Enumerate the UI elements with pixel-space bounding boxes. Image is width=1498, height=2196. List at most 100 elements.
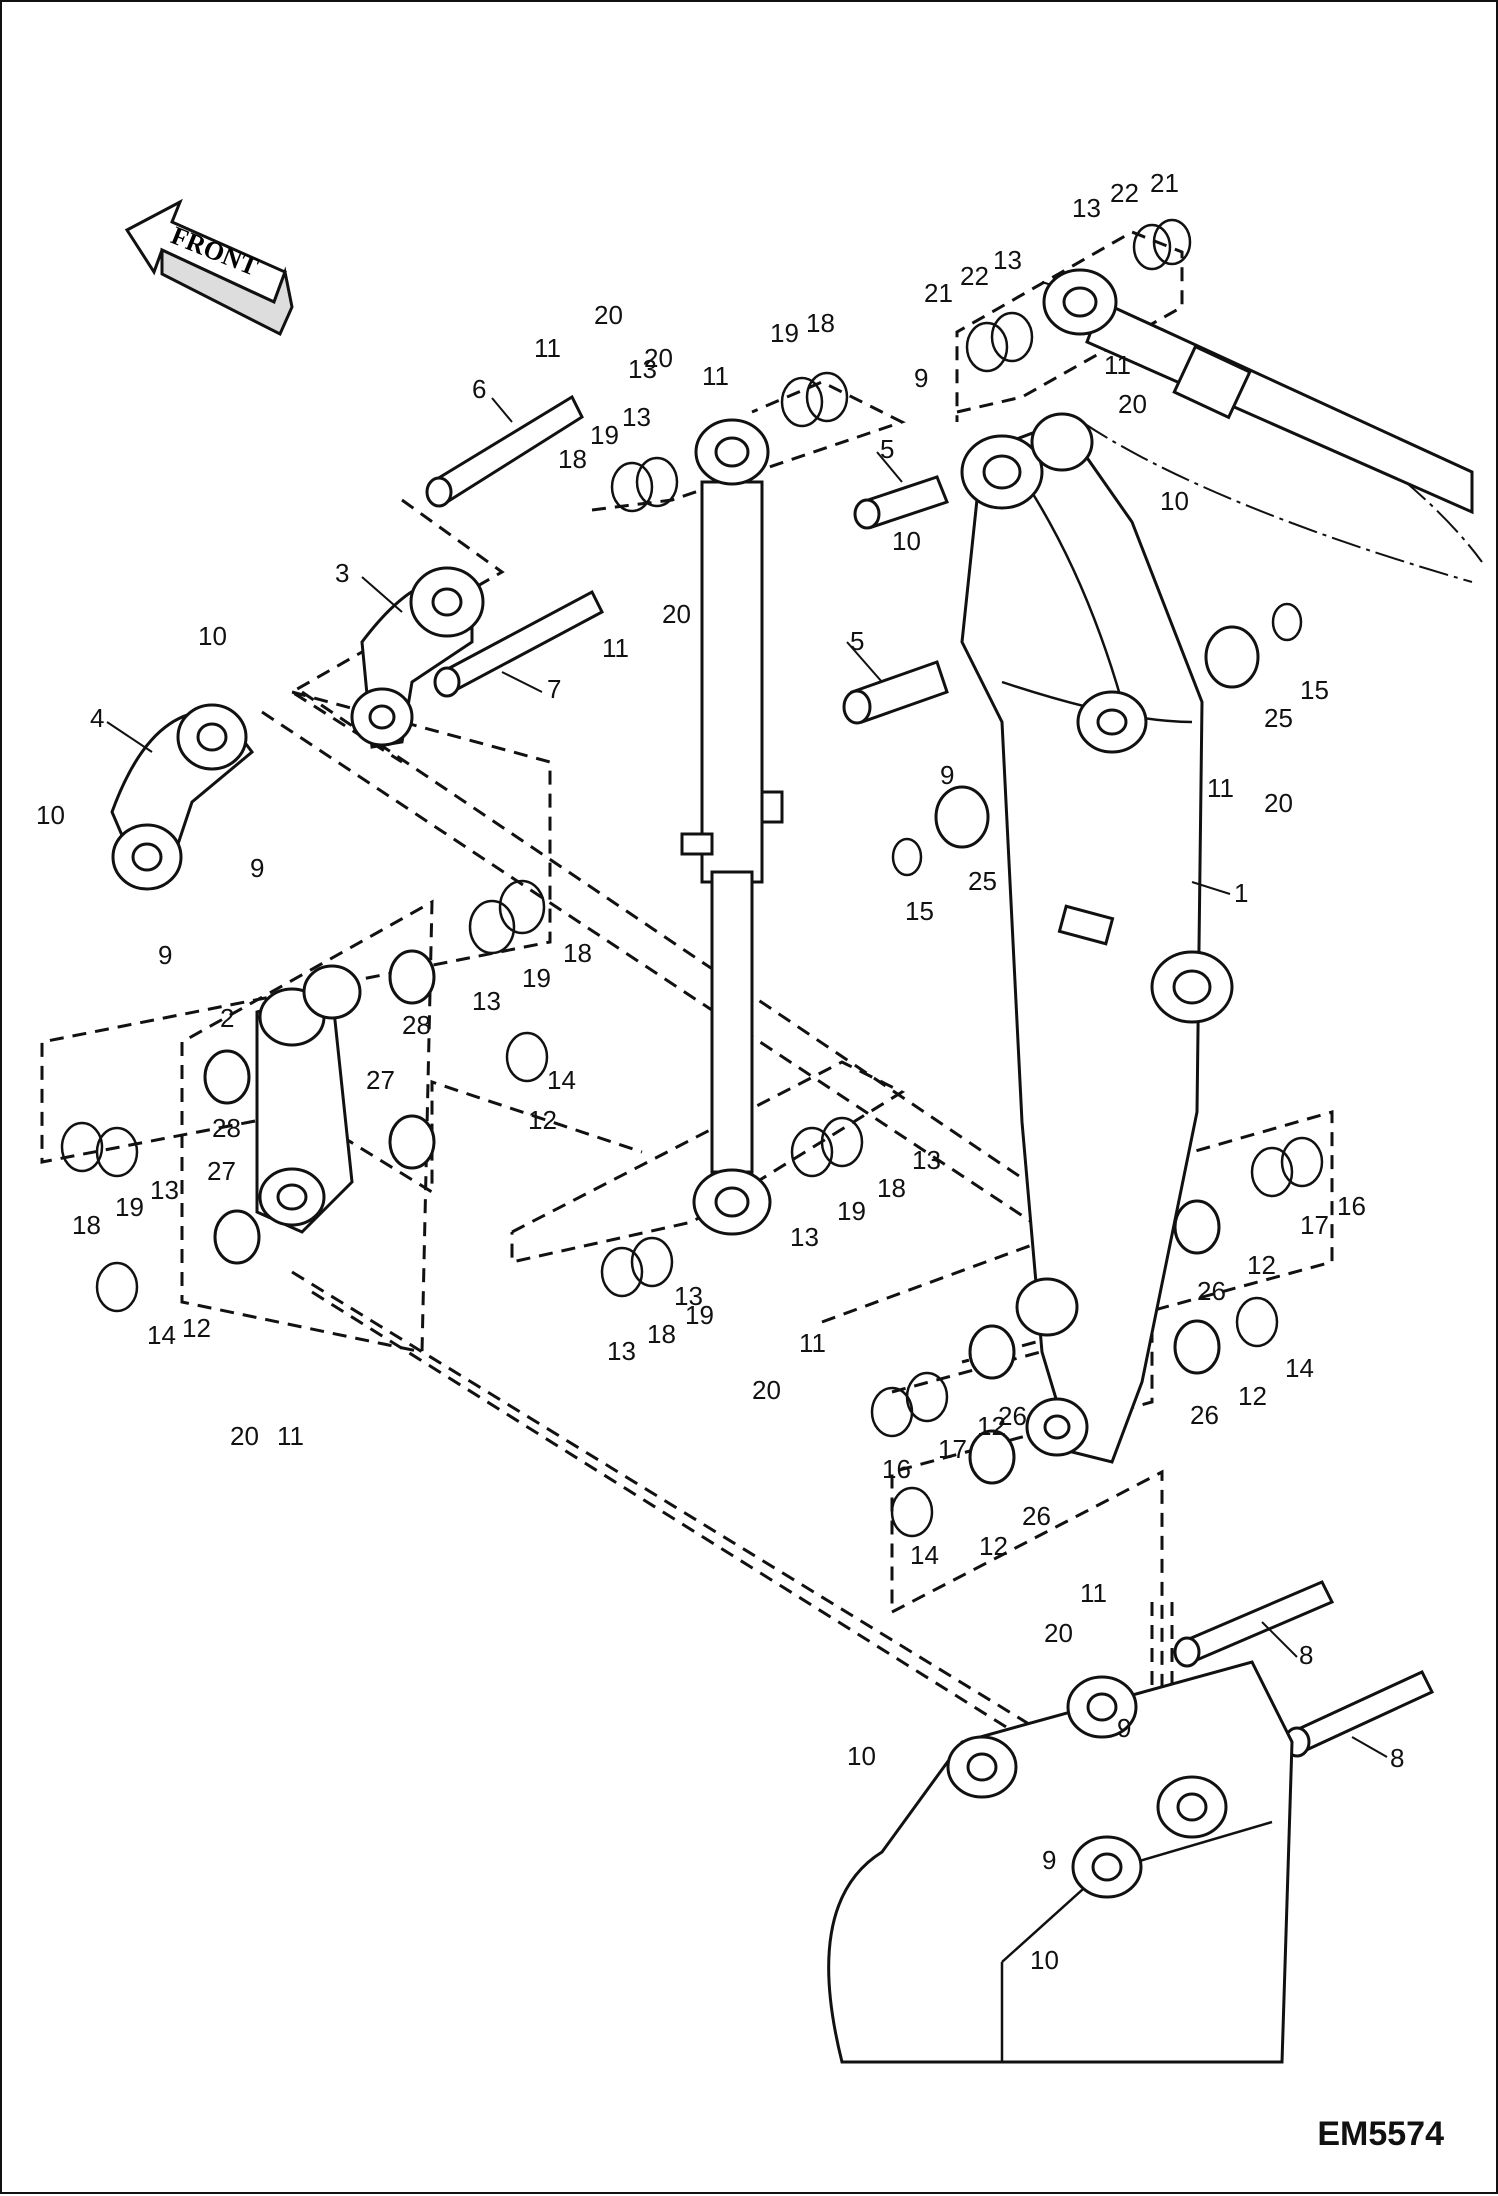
callout-12b: 12 <box>182 1313 211 1343</box>
callout-9b: 9 <box>940 760 954 790</box>
callout-12f: 12 <box>979 1531 1008 1561</box>
callout-13c: 13 <box>993 245 1022 275</box>
callout-10b: 10 <box>892 526 921 556</box>
callout-16a: 16 <box>1337 1191 1366 1221</box>
link-4 <box>110 703 255 891</box>
callout-27b: 27 <box>207 1156 236 1186</box>
callout-21b: 21 <box>924 278 953 308</box>
callout-20b: 20 <box>644 343 673 373</box>
callout-17b: 17 <box>938 1434 967 1464</box>
pins <box>425 394 1435 1758</box>
link-2 <box>255 964 362 1234</box>
callout-13g: 13 <box>912 1145 941 1175</box>
callout-8b: 8 <box>1390 1743 1404 1773</box>
callout-5a: 5 <box>880 434 894 464</box>
callout-18c: 18 <box>563 938 592 968</box>
link-3 <box>350 566 485 749</box>
callout-9c: 9 <box>250 853 264 883</box>
callout-10a: 10 <box>1160 486 1189 516</box>
callout-15b: 15 <box>905 896 934 926</box>
callout-13e: 13 <box>472 986 501 1016</box>
callout-6: 6 <box>472 374 486 404</box>
callout-11f: 11 <box>277 1421 304 1451</box>
bucket-cylinder <box>680 418 784 1236</box>
callout-3: 3 <box>335 558 349 588</box>
callout-11h: 11 <box>1080 1578 1107 1608</box>
callout-26b: 26 <box>998 1401 1027 1431</box>
callout-20e: 20 <box>1264 788 1293 818</box>
callout-25a: 25 <box>1264 703 1293 733</box>
arm-1 <box>960 412 1234 1464</box>
callout-12e: 12 <box>1238 1381 1267 1411</box>
callout-16b: 16 <box>882 1454 911 1484</box>
callout-12a: 12 <box>528 1105 557 1135</box>
callout-2: 2 <box>220 1003 234 1033</box>
leader-lines <box>106 397 1388 1758</box>
callout-17a: 17 <box>1300 1210 1329 1240</box>
callout-12c: 12 <box>1247 1250 1276 1280</box>
callout-18e: 18 <box>877 1173 906 1203</box>
callout-8a: 8 <box>1299 1640 1313 1670</box>
callout-19d: 19 <box>115 1192 144 1222</box>
callout-18d: 18 <box>72 1210 101 1240</box>
callout-12d: 12 <box>977 1411 1006 1441</box>
callout-22b: 22 <box>960 261 989 291</box>
callout-11c: 11 <box>1104 350 1131 380</box>
callout-10f: 10 <box>1030 1945 1059 1975</box>
callout-19c: 19 <box>522 963 551 993</box>
callout-26d: 26 <box>1022 1501 1051 1531</box>
callout-21a: 21 <box>1150 168 1179 198</box>
callout-14d: 14 <box>910 1540 939 1570</box>
callout-20a: 20 <box>594 300 623 330</box>
callout-19b: 19 <box>590 420 619 450</box>
callout-13i: 13 <box>674 1281 703 1311</box>
callout-13a: 13 <box>628 354 657 384</box>
callout-19a: 19 <box>770 318 799 348</box>
callout-14b: 14 <box>147 1320 176 1350</box>
callout-9e: 9 <box>1117 1713 1131 1743</box>
callout-labels: 1 2 3 4 5 5 6 7 8 8 9 9 9 9 9 9 10 10 10… <box>36 168 1404 1975</box>
callout-28a: 28 <box>402 1010 431 1040</box>
callout-13j: 13 <box>607 1336 636 1366</box>
callout-18f: 18 <box>647 1319 676 1349</box>
callout-13b: 13 <box>622 402 651 432</box>
callout-10c: 10 <box>198 621 227 651</box>
callout-9a: 9 <box>914 363 928 393</box>
callout-18b: 18 <box>558 444 587 474</box>
bucket <box>827 1660 1294 2064</box>
callout-26a: 26 <box>1197 1276 1226 1306</box>
bushings-and-rings <box>60 218 1324 1538</box>
callout-1: 1 <box>1234 878 1248 908</box>
callout-20h: 20 <box>1044 1618 1073 1648</box>
callout-27a: 27 <box>366 1065 395 1095</box>
callout-10d: 10 <box>36 800 65 830</box>
callout-10e: 10 <box>847 1741 876 1771</box>
callout-5b: 5 <box>850 626 864 656</box>
callout-13d: 13 <box>1072 193 1101 223</box>
callout-7: 7 <box>547 674 561 704</box>
callout-14c: 14 <box>1285 1353 1314 1383</box>
callout-25b: 25 <box>968 866 997 896</box>
callout-19f: 19 <box>685 1300 714 1330</box>
callout-11b: 11 <box>702 361 729 391</box>
callout-11a: 11 <box>534 333 561 363</box>
callout-11e: 11 <box>1207 773 1234 803</box>
callout-13f: 13 <box>150 1175 179 1205</box>
front-arrow-icon: FRONT <box>124 198 294 337</box>
callout-11d: 11 <box>602 633 629 663</box>
callout-9d: 9 <box>158 940 172 970</box>
callout-14a: 14 <box>547 1065 576 1095</box>
callout-13h: 13 <box>790 1222 819 1252</box>
drawing-code: EM5574 <box>1317 2115 1444 2153</box>
callout-20c: 20 <box>1118 389 1147 419</box>
callout-20d: 20 <box>662 599 691 629</box>
callout-9f: 9 <box>1042 1845 1056 1875</box>
boom-cylinder <box>1042 268 1474 515</box>
group-outlines <box>40 230 1334 1862</box>
callout-22a: 22 <box>1110 178 1139 208</box>
callout-26c: 26 <box>1190 1400 1219 1430</box>
callout-11g: 11 <box>799 1328 826 1358</box>
callout-15a: 15 <box>1300 675 1329 705</box>
callout-18a: 18 <box>806 308 835 338</box>
